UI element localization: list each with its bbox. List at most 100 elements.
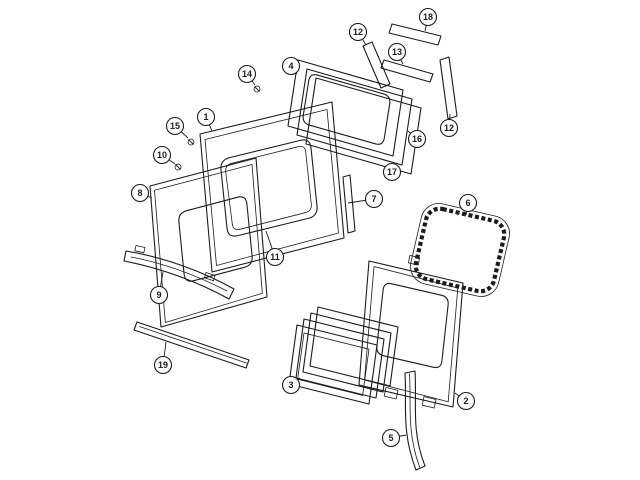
callout-number: 15 (170, 121, 180, 131)
insulation-layer (288, 324, 378, 405)
callout-number: 14 (242, 69, 252, 79)
screw-head-icon (174, 163, 182, 171)
part-top-trim-strip (388, 23, 442, 46)
callout-12: 12 (348, 22, 368, 46)
callout-number: 1 (203, 112, 208, 122)
callout-number: 8 (137, 188, 142, 198)
part-side-trim-strip-right-outline (439, 56, 458, 120)
callout-number: 18 (423, 12, 433, 22)
door-handle-foot (204, 272, 216, 282)
callout-17: 17 (382, 162, 402, 182)
callout-bubble (382, 162, 402, 182)
callout-4: 4 (281, 56, 301, 76)
callout-number: 6 (465, 198, 470, 208)
callout-number: 3 (288, 380, 293, 390)
callout-number: 19 (158, 360, 168, 370)
part-side-trim-strip-right (439, 56, 458, 120)
part-screw (174, 163, 182, 171)
screw-slot-icon (175, 164, 181, 170)
callout-bubble (407, 129, 427, 149)
part-retainer-strip-outline (342, 174, 356, 234)
callout-bubble (196, 107, 216, 127)
liner-panel-opening (376, 282, 449, 369)
callout-bubble (152, 145, 172, 165)
callout-18: 18 (418, 7, 438, 32)
callout-number: 9 (156, 290, 161, 300)
callout-15: 15 (165, 116, 189, 139)
gasket-seal-loop (413, 206, 507, 294)
callout-bubble (458, 193, 478, 213)
lower-trim-strip-outline (133, 321, 250, 369)
callout-number: 16 (412, 134, 422, 144)
screw-head-icon (253, 85, 261, 93)
insulation-layer (309, 306, 399, 387)
screw-slot-icon (188, 139, 194, 145)
screw-slot-icon (254, 86, 260, 92)
callout-2: 2 (454, 391, 476, 411)
liner-panel-tab (408, 255, 420, 266)
callout-bubble (364, 189, 384, 209)
callout-bubble (348, 22, 368, 42)
outer-door-window (178, 196, 253, 282)
callout-number: 12 (353, 27, 363, 37)
liner-panel-outline (358, 260, 464, 408)
glass-pack-window (302, 74, 391, 145)
part-insulation-pad-stack (288, 306, 399, 405)
callout-14: 14 (237, 64, 257, 86)
callout-13: 13 (387, 42, 407, 65)
callout-bubble (153, 355, 173, 375)
part-side-molding (404, 370, 426, 471)
callout-1: 1 (196, 107, 216, 132)
callout-bubble (418, 7, 438, 27)
outer-door-panel-outline (149, 157, 268, 328)
callout-bubble (381, 428, 401, 448)
callout-8: 8 (130, 183, 153, 203)
callout-16: 16 (407, 129, 427, 149)
liner-panel-tab (383, 387, 399, 400)
part-door-handle (123, 245, 235, 300)
lower-trim-strip-edge (139, 326, 247, 364)
glass-pack-back-layer (305, 77, 422, 175)
glass-pack-front-frame (287, 59, 404, 157)
side-molding-outline (404, 370, 426, 471)
door-handle-outline (123, 250, 235, 300)
callout-number: 13 (392, 47, 402, 57)
part-side-trim-strip-left (362, 41, 391, 89)
callout-number: 5 (388, 433, 393, 443)
callout-3: 3 (281, 375, 301, 395)
part-top-trim-strip-outline (388, 23, 442, 46)
screw-head-icon (187, 138, 195, 146)
inner-door-panel-outline (199, 101, 345, 273)
callout-7: 7 (347, 189, 384, 209)
callout-number: 4 (288, 61, 293, 71)
callout-11: 11 (265, 230, 285, 267)
inner-door-panel-rim (204, 109, 339, 266)
insulation-layer (295, 318, 385, 399)
callout-bubble (237, 64, 257, 84)
part-screw (253, 85, 261, 93)
callout-number: 17 (387, 167, 397, 177)
part-side-trim-strip-left-outline (362, 41, 391, 89)
door-handle-foot (134, 245, 146, 254)
callout-number: 7 (371, 194, 376, 204)
callout-number: 10 (157, 150, 167, 160)
side-molding-ridge (409, 373, 420, 468)
callout-bubble (165, 116, 185, 136)
part-screw (187, 138, 195, 146)
callout-5: 5 (381, 428, 407, 448)
callout-number: 12 (444, 123, 454, 133)
callout-bubble (149, 285, 169, 305)
callout-bubble (387, 42, 407, 62)
callout-9: 9 (149, 271, 169, 305)
callout-bubble (281, 56, 301, 76)
inner-door-window-frame (220, 139, 318, 237)
glass-pack-middle-layer (296, 68, 413, 166)
part-inner-door-panel (199, 101, 345, 273)
callout-19: 19 (153, 341, 173, 375)
callout-bubble (281, 375, 301, 395)
callout-10: 10 (152, 145, 176, 165)
callout-6: 6 (458, 193, 478, 216)
